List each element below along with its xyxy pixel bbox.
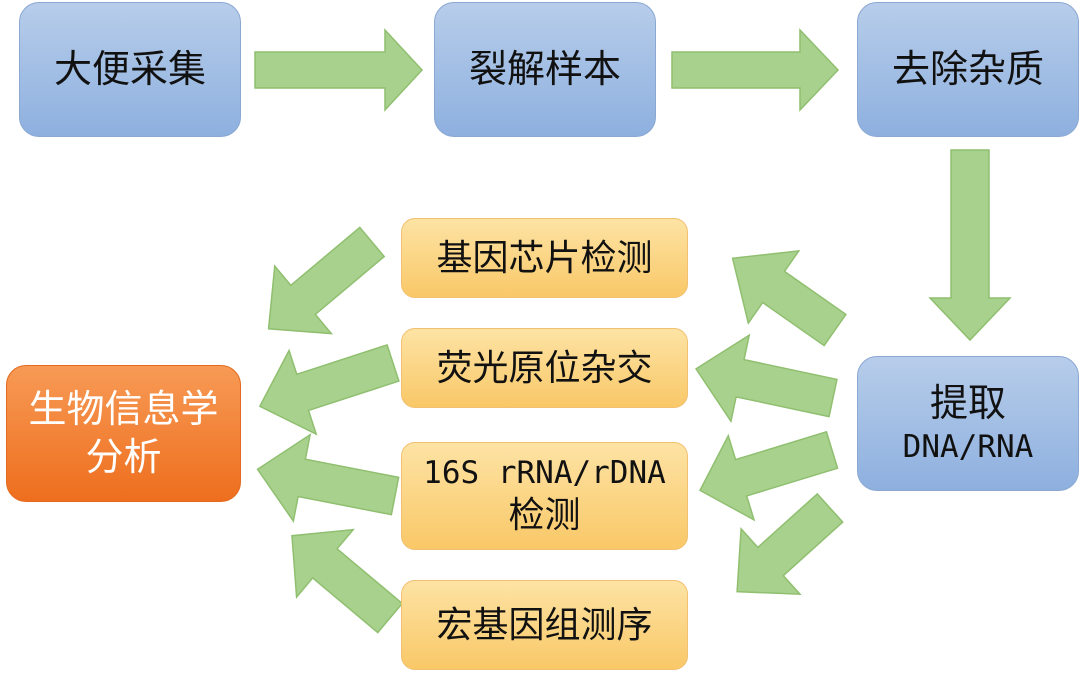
arrow-lyse-to-purify xyxy=(671,28,840,112)
method-microarray-box: 基因芯片检测 xyxy=(401,218,688,298)
arrow-extract-to-rrna xyxy=(699,430,839,522)
step-extract-label-line2: DNA/RNA xyxy=(902,428,1034,465)
method-fish-box: 荧光原位杂交 xyxy=(401,328,688,408)
step-purify-label: 去除杂质 xyxy=(891,46,1044,91)
step-extract-box: 提取 DNA/RNA xyxy=(857,356,1079,491)
arrow-microarray-to-analysis xyxy=(267,226,386,335)
arrow-rrna-to-analysis xyxy=(256,433,400,523)
arrow-extract-to-fish xyxy=(695,333,838,424)
step-lyse-label: 裂解样本 xyxy=(468,46,621,91)
step-collect-label: 大便采集 xyxy=(53,46,206,91)
result-analysis-label-line2: 分析 xyxy=(85,434,162,479)
arrow-collect-to-lyse xyxy=(254,28,424,112)
result-analysis-label-line1: 生物信息学 xyxy=(28,387,219,431)
result-analysis-box: 生物信息学 分析 xyxy=(6,365,241,502)
method-rrna-box: 16S rRNA/rDNA 检测 xyxy=(401,442,688,550)
method-rrna-label-line1: 16S rRNA/rDNA xyxy=(423,455,666,492)
step-collect-box: 大便采集 xyxy=(19,2,241,137)
method-microarray-label: 基因芯片检测 xyxy=(436,237,653,279)
arrow-extract-to-microarray xyxy=(731,250,847,347)
arrow-purify-to-extract xyxy=(928,149,1012,342)
arrow-metagenome-to-analysis xyxy=(291,528,404,634)
step-purify-box: 去除杂质 xyxy=(857,2,1079,137)
method-fish-label: 荧光原位杂交 xyxy=(436,347,653,389)
step-extract-label-line1: 提取 xyxy=(929,381,1006,426)
method-metagenome-label: 宏基因组测序 xyxy=(436,604,653,646)
arrow-extract-to-metagenome xyxy=(736,492,844,596)
step-lyse-box: 裂解样本 xyxy=(434,2,656,137)
method-rrna-label-line2: 检测 xyxy=(508,494,581,536)
method-metagenome-box: 宏基因组测序 xyxy=(401,580,688,670)
arrow-fish-to-analysis xyxy=(258,343,400,436)
